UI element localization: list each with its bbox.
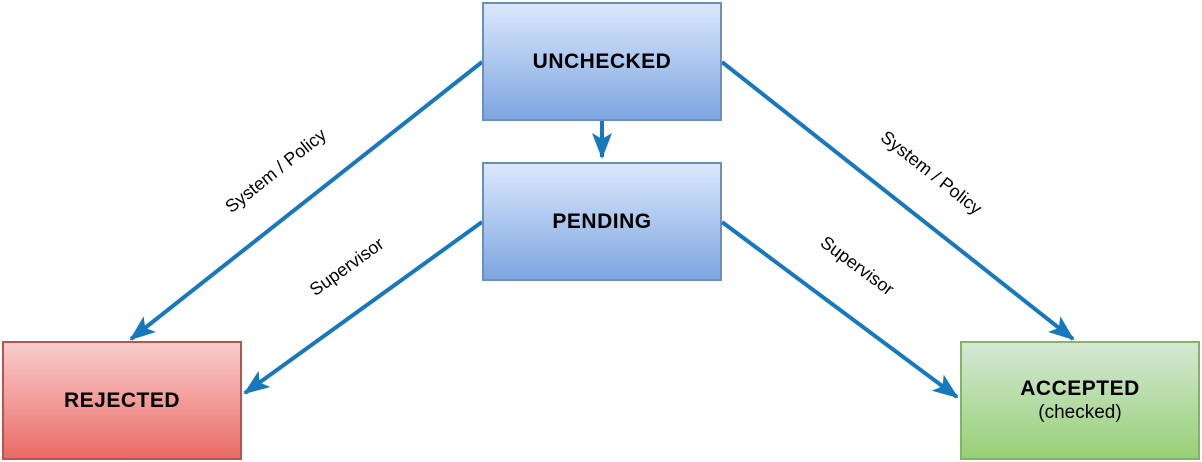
node-rejected-label: REJECTED [63,388,181,412]
node-rejected[interactable]: REJECTED [2,341,242,460]
node-accepted[interactable]: ACCEPTED (checked) [960,341,1200,460]
node-accepted-label: ACCEPTED [1020,377,1140,400]
edge-unchecked-to-accepted [720,60,1075,341]
edge-pending-to-rejected [243,220,484,395]
node-unchecked[interactable]: UNCHECKED [482,2,722,121]
edge-unchecked-to-rejected [129,60,484,341]
edge-pending-to-accepted [720,220,959,399]
node-unchecked-label: UNCHECKED [532,49,672,73]
node-pending-label: PENDING [552,209,652,233]
node-accepted-sublabel: (checked) [1038,402,1122,423]
node-pending[interactable]: PENDING [482,162,722,281]
